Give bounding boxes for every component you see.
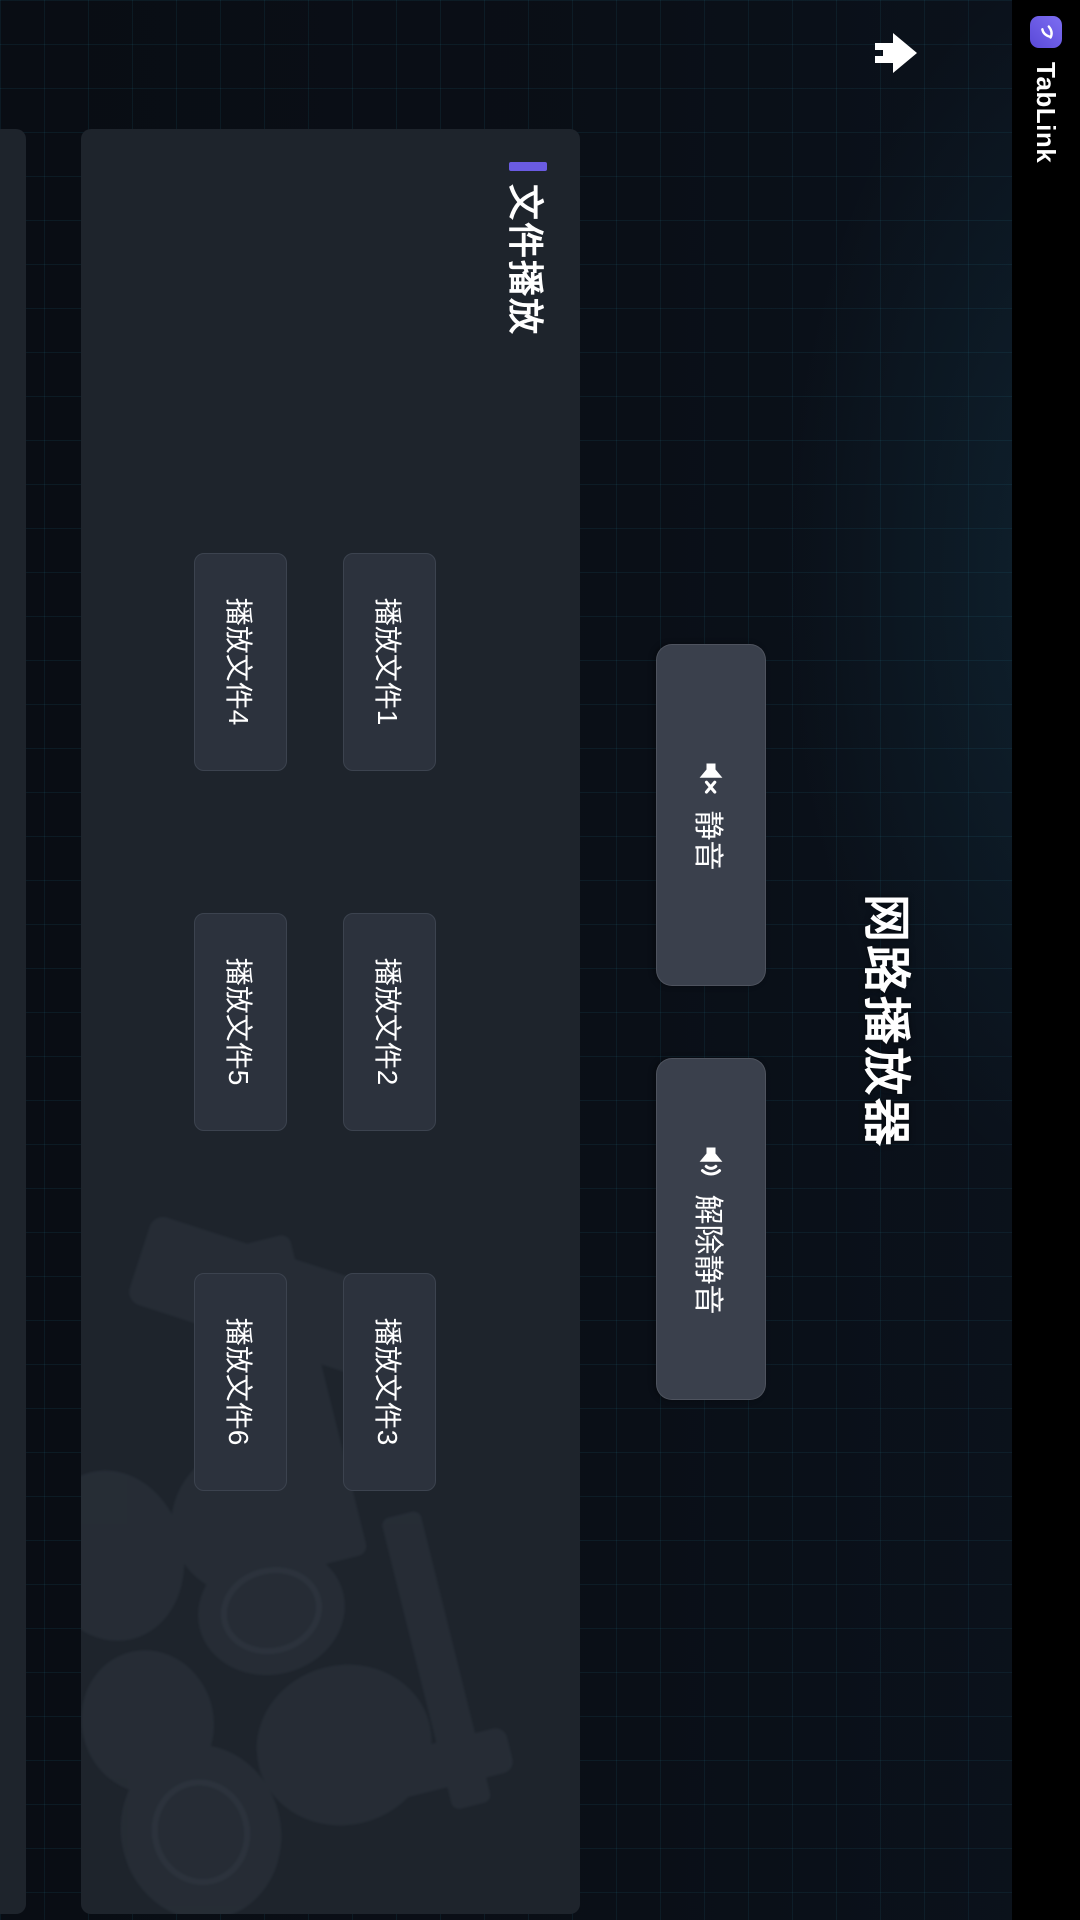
file-playback-panel: 文件播放 播放文件1 播放文件2 播放文件3 播放文件4 播放文件5 播放文件6 (81, 129, 580, 1914)
app-title: TabLink (1031, 62, 1062, 164)
play-file-6-button[interactable]: 播放文件6 (194, 1272, 287, 1491)
mute-button[interactable]: 静音 (656, 643, 766, 986)
play-file-row-2: 播放文件4 播放文件5 播放文件6 (194, 552, 287, 1491)
play-file-3-button[interactable]: 播放文件3 (343, 1272, 436, 1491)
speaker-unmute-icon (693, 1143, 729, 1179)
mute-button-label: 静音 (691, 810, 724, 871)
file-playback-header: 文件播放 (502, 129, 580, 1914)
app-header: TabLink (1012, 0, 1080, 1920)
speaker-mute-icon (693, 759, 729, 795)
forward-arrow-icon[interactable] (871, 30, 917, 76)
play-file-row-1: 播放文件1 播放文件2 播放文件3 (343, 552, 436, 1491)
play-file-4-button[interactable]: 播放文件4 (194, 552, 287, 771)
unmute-button[interactable]: 解除静音 (656, 1057, 766, 1400)
tablink-logo-icon (1030, 16, 1062, 48)
play-file-1-button[interactable]: 播放文件1 (343, 552, 436, 771)
play-file-5-button[interactable]: 播放文件5 (194, 912, 287, 1131)
accent-bar (509, 162, 547, 171)
next-section-panel-clipped (0, 129, 26, 1914)
file-playback-title: 文件播放 (505, 184, 546, 337)
play-file-2-button[interactable]: 播放文件2 (343, 912, 436, 1131)
next-section-header (0, 129, 26, 1914)
play-file-grid: 播放文件1 播放文件2 播放文件3 播放文件4 播放文件5 播放文件6 (194, 129, 436, 1914)
audio-controls-row: 静音 解除静音 (656, 129, 766, 1914)
page-content: 网路播放器 静音 (0, 129, 1012, 1914)
page-title: 网路播放器 (859, 893, 912, 1149)
unmute-button-label: 解除静音 (691, 1194, 724, 1315)
